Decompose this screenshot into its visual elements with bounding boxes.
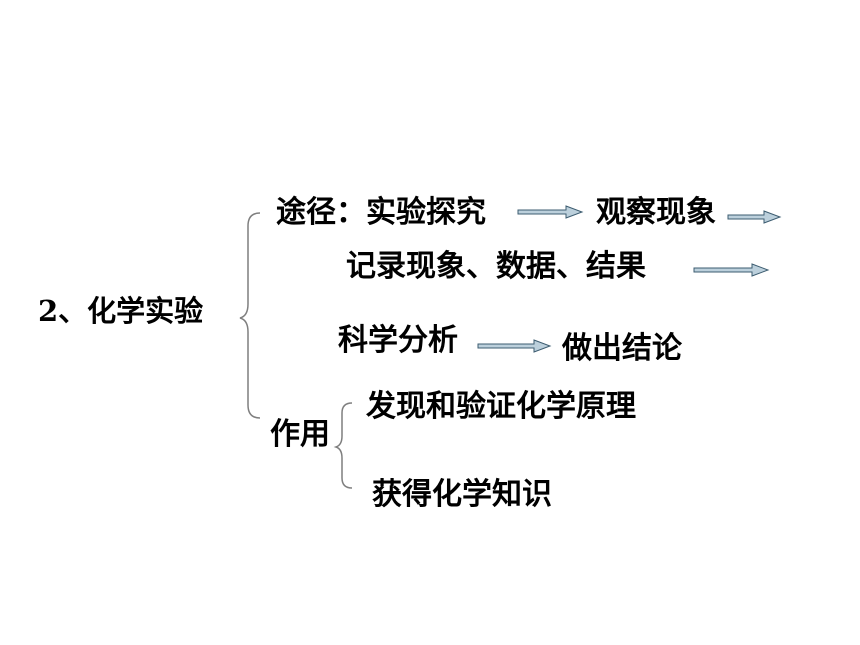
main-brace [239, 212, 261, 419]
step-observe: 观察现象 [596, 195, 716, 230]
arrow-explore-to-observe [517, 205, 584, 219]
function-item-knowledge: 获得化学知识 [372, 477, 552, 512]
step-record: 记录现象、数据、结果 [346, 249, 646, 284]
step-analyze: 科学分析 [338, 323, 458, 358]
step-conclude: 做出结论 [562, 331, 682, 366]
arrow-analyze-to-conclude [477, 339, 552, 353]
arrow-observe-to-record [727, 210, 782, 224]
function-label: 作用 [270, 417, 330, 452]
function-item-principle: 发现和验证化学原理 [366, 389, 636, 424]
approach-label: 途径：实验探究 [276, 195, 486, 230]
function-brace [333, 402, 353, 489]
topic-label: 2、化学实验 [38, 294, 204, 328]
arrow-record-to-analyze [693, 263, 770, 277]
